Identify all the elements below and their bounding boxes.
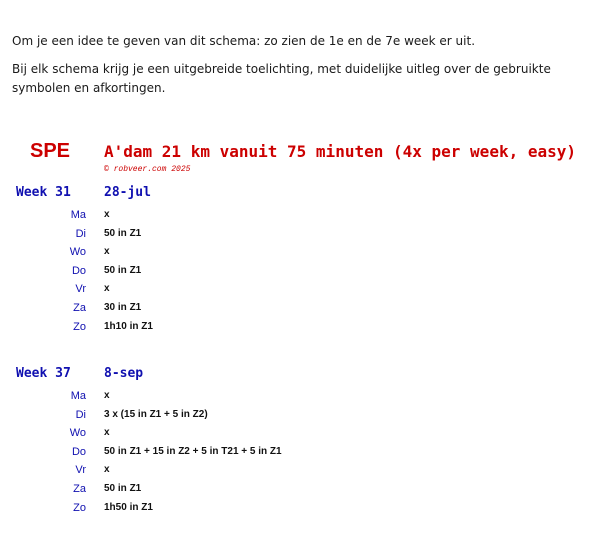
day-name: Ma xyxy=(70,209,86,221)
day-workout: 50 in Z1 xyxy=(104,227,142,239)
day-workout: 1h50 in Z1 xyxy=(104,501,153,513)
week-label: Week 31 xyxy=(16,185,71,200)
day-workout: x xyxy=(104,390,110,401)
schema-title: A'dam 21 km vanuit 75 minuten (4x per we… xyxy=(104,142,577,161)
day-name: Zo xyxy=(73,501,86,514)
day-name: Do xyxy=(71,264,86,277)
schema-header: SPE A'dam 21 km vanuit 75 minuten (4x pe… xyxy=(0,140,600,180)
day-row: Zo 1h10 in Z1 xyxy=(0,321,600,340)
day-row: Wo x xyxy=(0,246,600,265)
day-row: Zo 1h50 in Z1 xyxy=(0,502,600,521)
day-workout: 50 in Z1 xyxy=(104,482,142,494)
day-row: Ma x xyxy=(0,390,600,409)
day-name: Zo xyxy=(73,320,86,333)
day-row: Di 50 in Z1 xyxy=(0,228,600,247)
day-workout: 50 in Z1 + 15 in Z2 + 5 in T21 + 5 in Z1 xyxy=(104,445,282,457)
day-workout: x xyxy=(104,209,110,220)
day-name: Do xyxy=(71,445,86,458)
schema-code: SPE xyxy=(30,140,71,162)
day-row: Di 3 x (15 in Z1 + 5 in Z2) xyxy=(0,409,600,428)
week-date: 28-jul xyxy=(104,185,151,200)
day-name: Vr xyxy=(75,464,86,477)
day-workout: 1h10 in Z1 xyxy=(104,320,153,332)
copyright-note: © robveer.com 2025 xyxy=(104,165,191,174)
day-workout: 30 in Z1 xyxy=(104,301,142,313)
day-name: Di xyxy=(75,227,86,240)
day-row: Do 50 in Z1 xyxy=(0,265,600,284)
day-row: Do 50 in Z1 + 15 in Z2 + 5 in T21 + 5 in … xyxy=(0,446,600,465)
day-row: Za 50 in Z1 xyxy=(0,483,600,502)
day-name: Wo xyxy=(69,427,86,440)
intro-line-1: Om je een idee te geven van dit schema: … xyxy=(12,34,476,48)
day-name: Di xyxy=(75,408,86,421)
day-workout: x xyxy=(104,246,110,258)
day-name: Vr xyxy=(75,283,86,296)
day-workout: x xyxy=(104,464,110,476)
day-workout: 3 x (15 in Z1 + 5 in Z2) xyxy=(104,408,208,420)
day-workout: x xyxy=(104,427,110,439)
day-workout: x xyxy=(104,283,110,295)
day-name: Za xyxy=(73,482,86,495)
day-row: Za 30 in Z1 xyxy=(0,302,600,321)
day-row: Vr x xyxy=(0,283,600,302)
day-list: Ma x Di 50 in Z1 Wo x Do 50 in Z1 Vr x Za 30 i… xyxy=(0,209,600,339)
day-row: Ma x xyxy=(0,209,600,228)
week-date: 8-sep xyxy=(104,366,144,381)
day-list: Ma x Di 3 x (15 in Z1 + 5 in Z2) Wo x Do 50 … xyxy=(0,390,600,520)
intro-line-2: Bij elk schema krijg je een uitgebreide … xyxy=(12,62,551,95)
day-row: Vr x xyxy=(0,464,600,483)
day-row: Wo x xyxy=(0,427,600,446)
day-workout: 50 in Z1 xyxy=(104,264,142,276)
intro-text: Om je een idee te geven van dit schema: … xyxy=(12,32,588,107)
day-name: Za xyxy=(73,301,86,314)
day-name: Wo xyxy=(69,246,86,259)
week-label: Week 37 xyxy=(16,366,71,381)
day-name: Ma xyxy=(70,390,86,402)
